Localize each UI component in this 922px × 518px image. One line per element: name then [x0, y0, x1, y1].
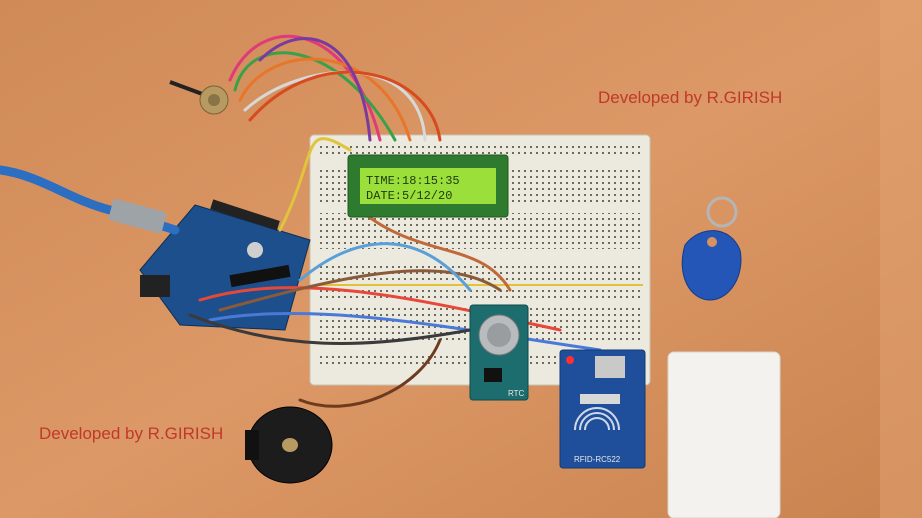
jumper-wires	[188, 34, 602, 408]
rtc-label: RTC	[508, 389, 525, 398]
rfid-module: RFID-RC522	[559, 349, 646, 469]
lcd-screen	[360, 168, 496, 204]
usb-plug	[108, 199, 167, 234]
rfid-keyfob	[681, 196, 742, 301]
buzzer	[245, 406, 333, 484]
desk-edge	[880, 0, 922, 518]
rtc-module: RTC	[469, 304, 529, 401]
caption-bottom: Developed by R.GIRISH	[39, 424, 224, 443]
caption-top: Developed by R.GIRISH	[598, 88, 783, 107]
lcd-line-2: DATE:5/12/20	[366, 189, 452, 203]
rfid-label: RFID-RC522	[574, 455, 621, 464]
rfid-card	[667, 351, 781, 518]
potentiometer	[169, 80, 229, 115]
lcd-line-1: TIME:18:15:35	[366, 174, 460, 188]
lcd-display: TIME:18:15:35 DATE:5/12/20	[347, 154, 509, 218]
